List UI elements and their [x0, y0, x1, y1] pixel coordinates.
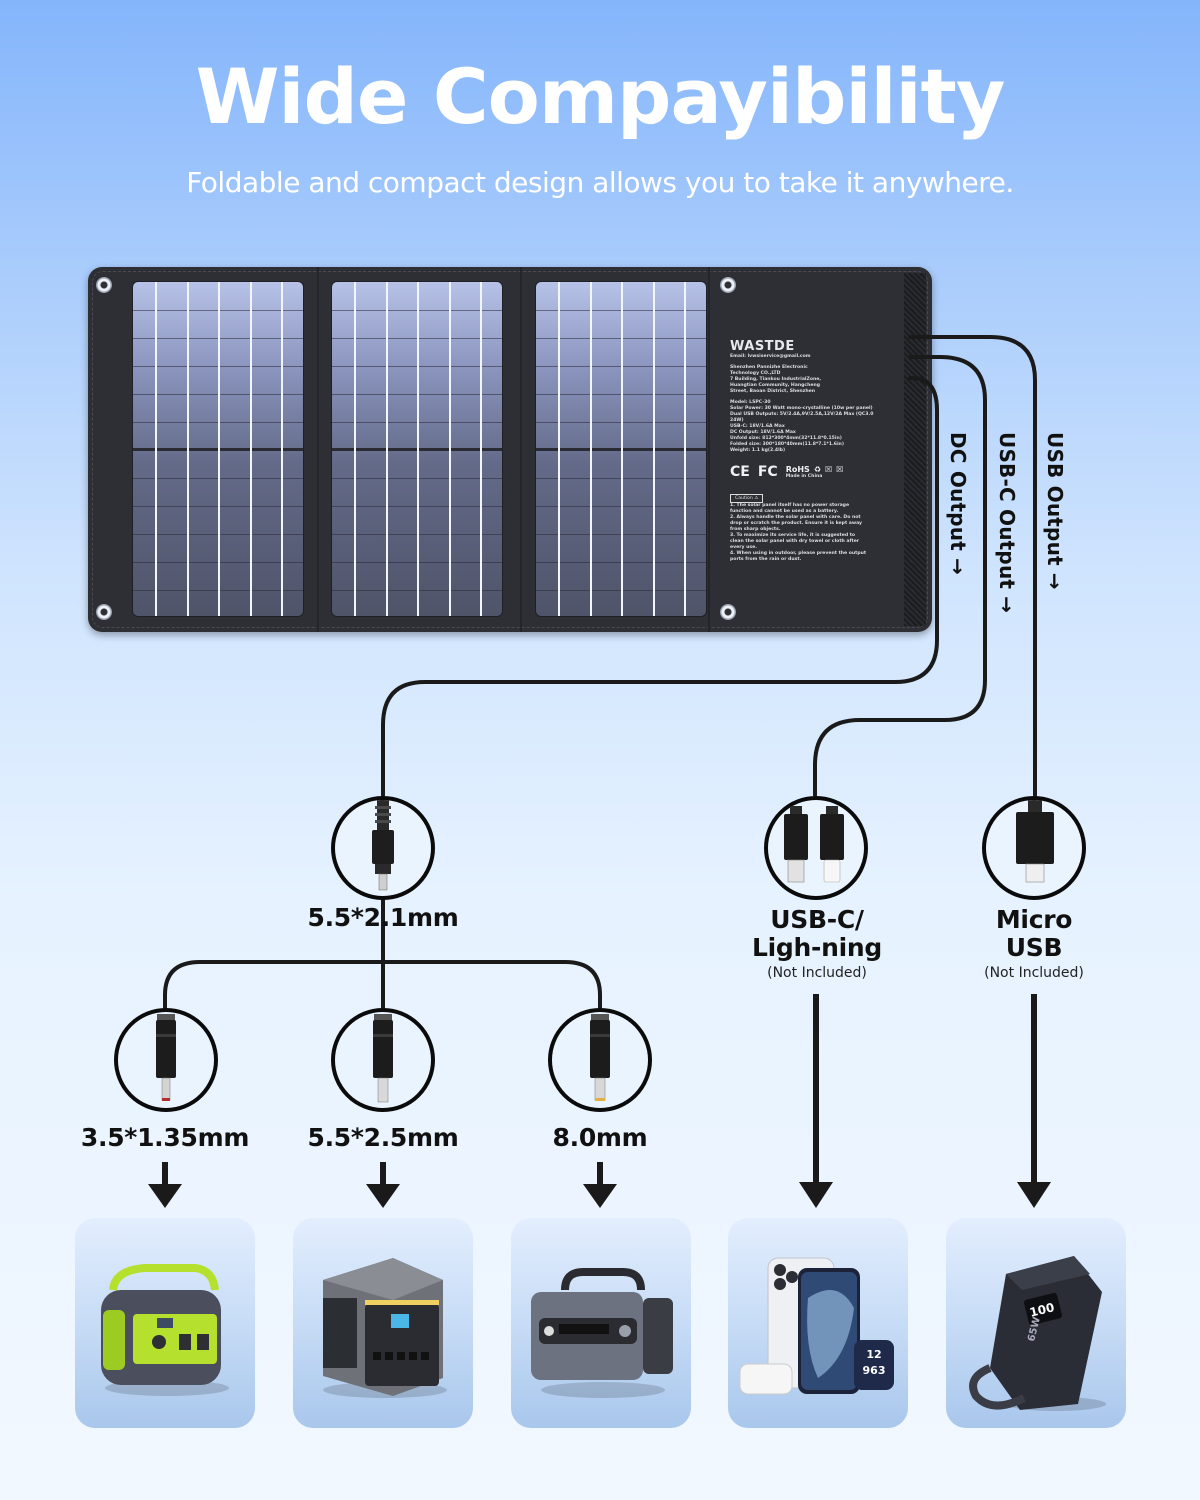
- certification-marks: CE FC RoHS ♻ ☒ ☒ Made in China: [730, 464, 880, 480]
- page-title: Wide Compayibility: [195, 52, 1006, 141]
- device-card-power-station-grey: [511, 1218, 691, 1428]
- cell-bus-bar: [558, 282, 560, 616]
- cell-bus-bar: [250, 282, 252, 616]
- dc-output-label: DC Output →: [946, 432, 970, 576]
- cell-bus-bar: [281, 282, 283, 616]
- usbc-lightning-plug-icon: [764, 796, 868, 900]
- panel-fold-line: [520, 267, 522, 632]
- power-station-icon: [531, 1268, 673, 1398]
- cell-bus-bar: [449, 282, 451, 616]
- solar-cell-array: [535, 281, 707, 617]
- spec-label: WASTDE Email: lvwsiservice@gmail.com She…: [730, 339, 880, 563]
- device-card-power-bank: 100 65W: [946, 1218, 1126, 1428]
- grommet-icon: [720, 277, 736, 293]
- weee-bin-icon: ☒: [836, 464, 844, 474]
- dc-tip-plug-icon: [548, 1008, 652, 1112]
- power-station-icon: [101, 1264, 229, 1396]
- recycle-icon: ♻: [813, 464, 821, 474]
- panel-fold-line: [708, 267, 710, 632]
- dc-tip-size-label: 8.0mm: [552, 1123, 648, 1152]
- brand-logo: WASTDE: [730, 339, 795, 354]
- device-card-power-station-dark: [293, 1218, 473, 1428]
- caution-list: 1. The solar panel itself has no power s…: [730, 503, 867, 562]
- grommet-icon: [720, 604, 736, 620]
- dc-main-size-label: 5.5*2.1mm: [307, 903, 459, 932]
- cell-bus-bar: [155, 282, 157, 616]
- dc-barrel-plug-icon: [331, 796, 435, 900]
- power-station-icon: [323, 1258, 447, 1398]
- cell-bus-bar: [187, 282, 189, 616]
- micro-usb-label: Micro USB: [995, 905, 1073, 962]
- caution-badge: Caution ⚠: [730, 494, 764, 503]
- page-subtitle: Foldable and compact design allows you t…: [186, 166, 1014, 199]
- usbc-output-label: USB-C Output →: [995, 432, 1019, 614]
- rohs-mark-icon: RoHS: [785, 464, 810, 474]
- usb-output-label: USB Output →: [1043, 432, 1067, 590]
- fcc-mark-icon: FC: [757, 464, 778, 480]
- watch-face-text: 12: [866, 1348, 881, 1361]
- dc-tip-plug-icon: [331, 1008, 435, 1112]
- cell-bus-bar: [621, 282, 623, 616]
- smartphone-icon: 12 963: [739, 1257, 894, 1395]
- dc-tip-size-label: 3.5*1.35mm: [80, 1123, 250, 1152]
- grommet-icon: [96, 277, 112, 293]
- cell-bus-bar: [386, 282, 388, 616]
- dc-splitter-cable: [163, 960, 602, 1014]
- cell-bus-bar: [590, 282, 592, 616]
- velcro-strip: [904, 273, 926, 626]
- dc-tip-size-label: 5.5*2.5mm: [307, 1123, 459, 1152]
- usbc-lightning-label: USB-C/ Ligh-ning: [752, 905, 882, 962]
- ce-mark-icon: CE: [730, 464, 750, 480]
- cell-bus-bar: [653, 282, 655, 616]
- device-card-phone-earbuds-watch: 12 963: [728, 1218, 908, 1428]
- watch-face-text: 963: [863, 1364, 886, 1377]
- made-in-text: Made in China: [785, 473, 823, 479]
- device-card-power-station-green: [75, 1218, 255, 1428]
- solar-cell-array: [331, 281, 503, 617]
- cell-bus-bar: [480, 282, 482, 616]
- spec-list: Model: LSPC-30 Solar Power: 30 Watt mono…: [730, 400, 874, 453]
- not-included-note: (Not Included): [767, 965, 867, 981]
- company-address: Shenzhen Pannizhe Electronic Technology …: [730, 365, 822, 394]
- grommet-icon: [96, 604, 112, 620]
- cell-bus-bar: [684, 282, 686, 616]
- not-included-note: (Not Included): [984, 965, 1084, 981]
- power-bank-icon: 100 65W: [969, 1256, 1106, 1411]
- dc-tip-plug-icon: [114, 1008, 218, 1112]
- cell-bus-bar: [218, 282, 220, 616]
- email-text: Email: lvwsiservice@gmail.com: [730, 354, 811, 359]
- panel-fold-line: [317, 267, 319, 632]
- solar-panel: WASTDE Email: lvwsiservice@gmail.com She…: [88, 267, 932, 632]
- power-bank-screen-text: 100: [1028, 1300, 1056, 1320]
- weee-bin-icon: ☒: [824, 464, 833, 474]
- solar-cell-array: [132, 281, 304, 617]
- cell-bus-bar: [354, 282, 356, 616]
- cell-bus-bar: [417, 282, 419, 616]
- micro-usb-plug-icon: [982, 796, 1086, 900]
